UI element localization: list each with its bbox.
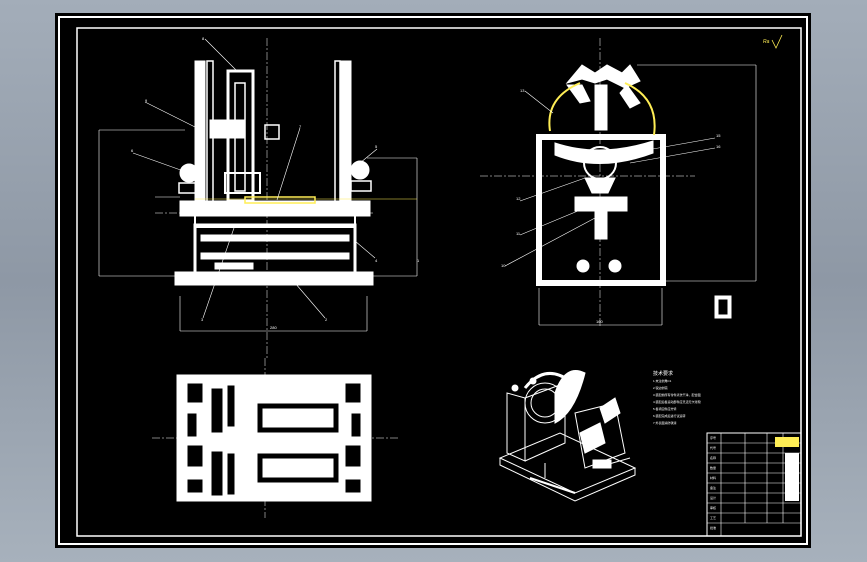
callout-label: 4 bbox=[375, 258, 378, 263]
tech-requirement-line: 7.外表面涂防锈漆 bbox=[653, 421, 677, 425]
tech-requirement-line: 4.装配后各运动部件应灵活无卡滞现象 bbox=[653, 400, 701, 404]
tech-requirements-list: 1.未注倒角C1 2.锐边倒钝 3.装配前所有零件清洗干净，配合面涂润滑油 4.… bbox=[653, 379, 701, 428]
callout-label: 13 bbox=[520, 88, 525, 93]
title-block-cell: 材料 bbox=[710, 476, 717, 480]
sheet-border bbox=[58, 16, 808, 545]
tech-requirement-line: 6.装配完成后进行试运转 bbox=[653, 414, 686, 418]
title-block-cell: 备注 bbox=[710, 486, 717, 490]
title-block-cell: 代号 bbox=[710, 446, 717, 450]
callout-label: 8 bbox=[202, 36, 205, 41]
title-block-cell: 批准 bbox=[710, 526, 717, 530]
callout-label: 15 bbox=[716, 133, 721, 138]
callout-label: 5 bbox=[375, 144, 378, 149]
title-block-cell: 审核 bbox=[710, 506, 717, 510]
tech-requirement-line: 5.各紧固件应拧紧 bbox=[653, 407, 677, 411]
drawing-sheet[interactable]: 8 9 6 7 5 4 2 3 1 13 15 16 12 11 10 280 … bbox=[55, 13, 811, 548]
title-block-cell: 名称 bbox=[710, 456, 717, 460]
title-block-cell: 序号 bbox=[710, 436, 717, 440]
tech-requirement-line: 2.锐边倒钝 bbox=[653, 386, 668, 390]
tech-requirement-line: 3.装配前所有零件清洗干净，配合面涂润滑油 bbox=[653, 393, 701, 397]
callout-label: 12 bbox=[516, 196, 521, 201]
callout-label: 16 bbox=[716, 144, 721, 149]
callout-label: 9 bbox=[145, 98, 148, 103]
front-view bbox=[98, 38, 418, 358]
callout-label: 7 bbox=[299, 124, 302, 129]
title-block-cell: 数量 bbox=[710, 466, 717, 470]
drawing-frame bbox=[76, 27, 802, 537]
callout-label: 10 bbox=[501, 263, 506, 268]
title-block-cell: 工艺 bbox=[710, 516, 717, 520]
tech-requirement-line: 1.未注倒角C1 bbox=[653, 379, 672, 383]
roughness-label: Ra bbox=[763, 39, 770, 45]
isometric-view bbox=[498, 370, 637, 502]
callout-label: 3 bbox=[201, 317, 204, 322]
cad-drawing[interactable] bbox=[55, 13, 811, 548]
callout-label: 11 bbox=[516, 231, 521, 236]
title-block-cell: 设计 bbox=[710, 496, 717, 500]
dimension-text: 160 bbox=[596, 319, 603, 324]
callout-label: 1 bbox=[417, 258, 420, 263]
roughness-symbol-icon bbox=[771, 34, 783, 49]
callout-label: 2 bbox=[325, 317, 328, 322]
callout-label: 6 bbox=[131, 148, 134, 153]
tech-requirements-title: 技术要求 bbox=[653, 371, 674, 377]
top-view bbox=[152, 358, 398, 518]
side-view bbox=[480, 38, 757, 328]
title-block bbox=[706, 432, 802, 537]
dimension-text: 280 bbox=[270, 325, 277, 330]
